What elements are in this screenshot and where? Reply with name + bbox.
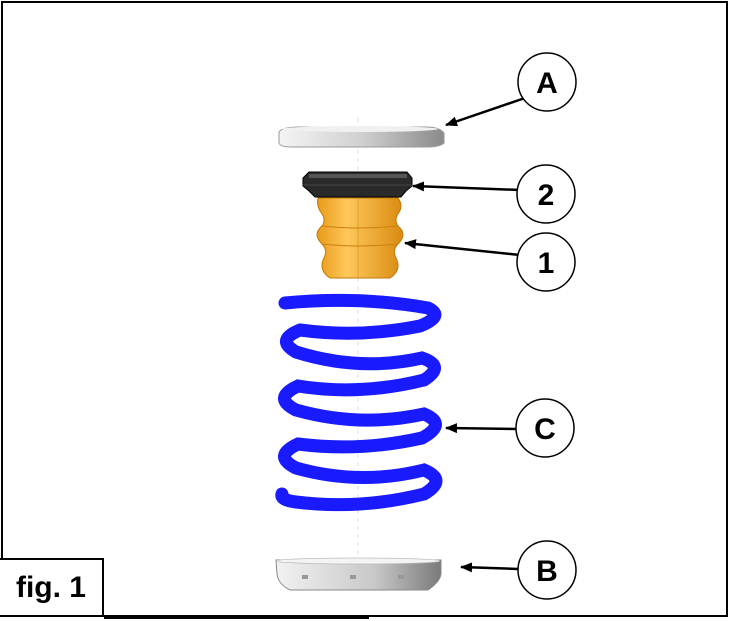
callout-C-label: C [534,413,556,446]
callout-1: 1 [516,232,576,292]
coil-spring [275,293,443,512]
lower-spring-seat [275,557,442,591]
arrow-C [445,423,518,434]
arrow-1 [404,239,521,257]
upper-spring-seat [278,126,445,148]
dust-boot-cap [302,171,413,198]
callout-B: B [517,540,577,600]
callout-B-label: B [536,555,558,588]
callout-2: 2 [516,164,576,224]
bump-stop [316,197,404,279]
callout-A: A [517,52,577,112]
figure-label: fig. 1 [0,558,104,617]
arrow-B [460,562,519,573]
bottom-rule [104,617,369,619]
callout-2-label: 2 [538,179,555,212]
arrow-A [445,96,526,127]
callout-1-label: 1 [538,247,555,280]
arrow-2 [412,181,521,192]
callout-A-label: A [536,67,558,100]
callout-C: C [515,398,575,458]
